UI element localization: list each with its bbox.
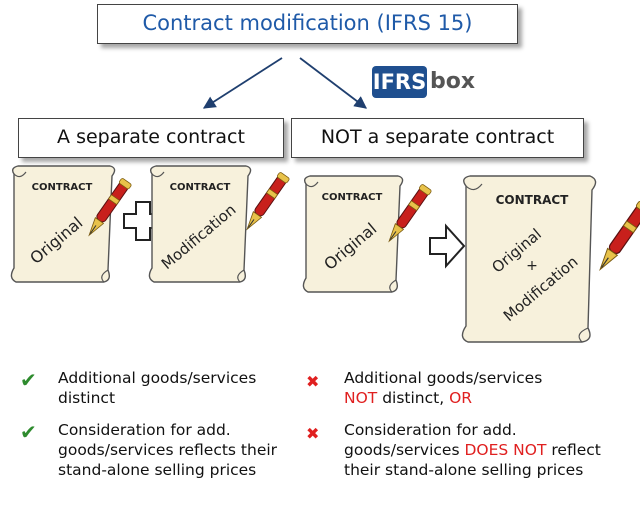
result-arrow xyxy=(429,223,466,269)
logo-box: box xyxy=(430,69,476,94)
diagram-title: Contract modification (IFRS 15) xyxy=(97,4,518,44)
right-contract-combined: CONTRACT Original + Modification xyxy=(461,175,640,343)
right-item-2-pre: Consideration for add. goods/services xyxy=(344,421,517,459)
ifrsbox-logo: IFRS box xyxy=(372,64,475,100)
check-icon: ✔ xyxy=(20,420,37,444)
cross-icon: ✖ xyxy=(306,424,320,443)
left-contract-modification: CONTRACT Modification xyxy=(148,165,291,283)
right-doc2-label: CONTRACT xyxy=(496,193,570,207)
right-doc1-label: CONTRACT xyxy=(322,192,383,203)
left-doc2-label: CONTRACT xyxy=(170,182,231,193)
right-doc2-plus: + xyxy=(526,258,538,274)
right-item-2-post: reflect their stand-alone selling prices xyxy=(344,441,601,479)
logo-ifrs: IFRS xyxy=(372,66,427,98)
check-icon: ✔ xyxy=(20,368,37,392)
left-item-2: Consideration for add. goods/services re… xyxy=(58,421,278,479)
right-item-2: Consideration for add. goods/services DO… xyxy=(344,420,614,480)
right-item-1-mid: distinct, xyxy=(382,389,445,407)
arrow-to-not-separate xyxy=(299,57,368,109)
arrow-to-separate xyxy=(202,57,283,109)
diagram-title-text: Contract modification (IFRS 15) xyxy=(142,11,473,35)
separate-contract-heading-text: A separate contract xyxy=(57,126,245,148)
cross-icon: ✖ xyxy=(306,372,320,391)
right-item-1-emph2: OR xyxy=(449,389,473,407)
right-item-2-emph: DOES NOT xyxy=(464,441,547,459)
left-item-1: Additional goods/services distinct xyxy=(58,369,257,407)
left-contract-original: CONTRACT Original xyxy=(10,165,133,283)
left-doc1-label: CONTRACT xyxy=(32,182,93,193)
right-contract-original: CONTRACT Original xyxy=(302,175,433,293)
not-separate-contract-heading-text: NOT a separate contract xyxy=(320,126,555,148)
right-item-1-emph: NOT xyxy=(344,389,378,407)
right-item-1-pre: Additional goods/services xyxy=(344,369,543,387)
right-item-1: Additional goods/services NOT distinct, … xyxy=(344,368,614,408)
separate-contract-heading: A separate contract xyxy=(18,118,284,158)
not-separate-contract-heading: NOT a separate contract xyxy=(291,118,584,158)
